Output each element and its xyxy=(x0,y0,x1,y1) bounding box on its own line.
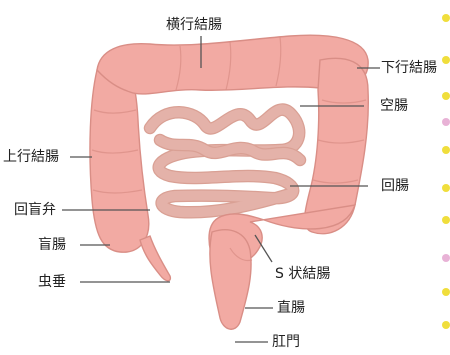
label-descending-colon: 下行結腸 xyxy=(381,60,437,76)
label-ileocecal-valve: 回盲弁 xyxy=(14,202,56,218)
label-transverse-colon: 横行結腸 xyxy=(166,17,222,33)
label-s-colon: S 状結腸 xyxy=(275,266,330,282)
decorative-dots xyxy=(442,14,450,329)
label-ileum: 回腸 xyxy=(381,178,409,194)
label-cecum: 盲腸 xyxy=(38,237,66,253)
label-rectum: 直腸 xyxy=(277,300,305,316)
label-jejunum: 空腸 xyxy=(380,98,408,114)
label-anus: 肛門 xyxy=(272,334,300,350)
small-intestine xyxy=(150,110,300,213)
label-appendix: 虫垂 xyxy=(38,274,66,290)
label-ascending-colon: 上行結腸 xyxy=(3,149,59,165)
